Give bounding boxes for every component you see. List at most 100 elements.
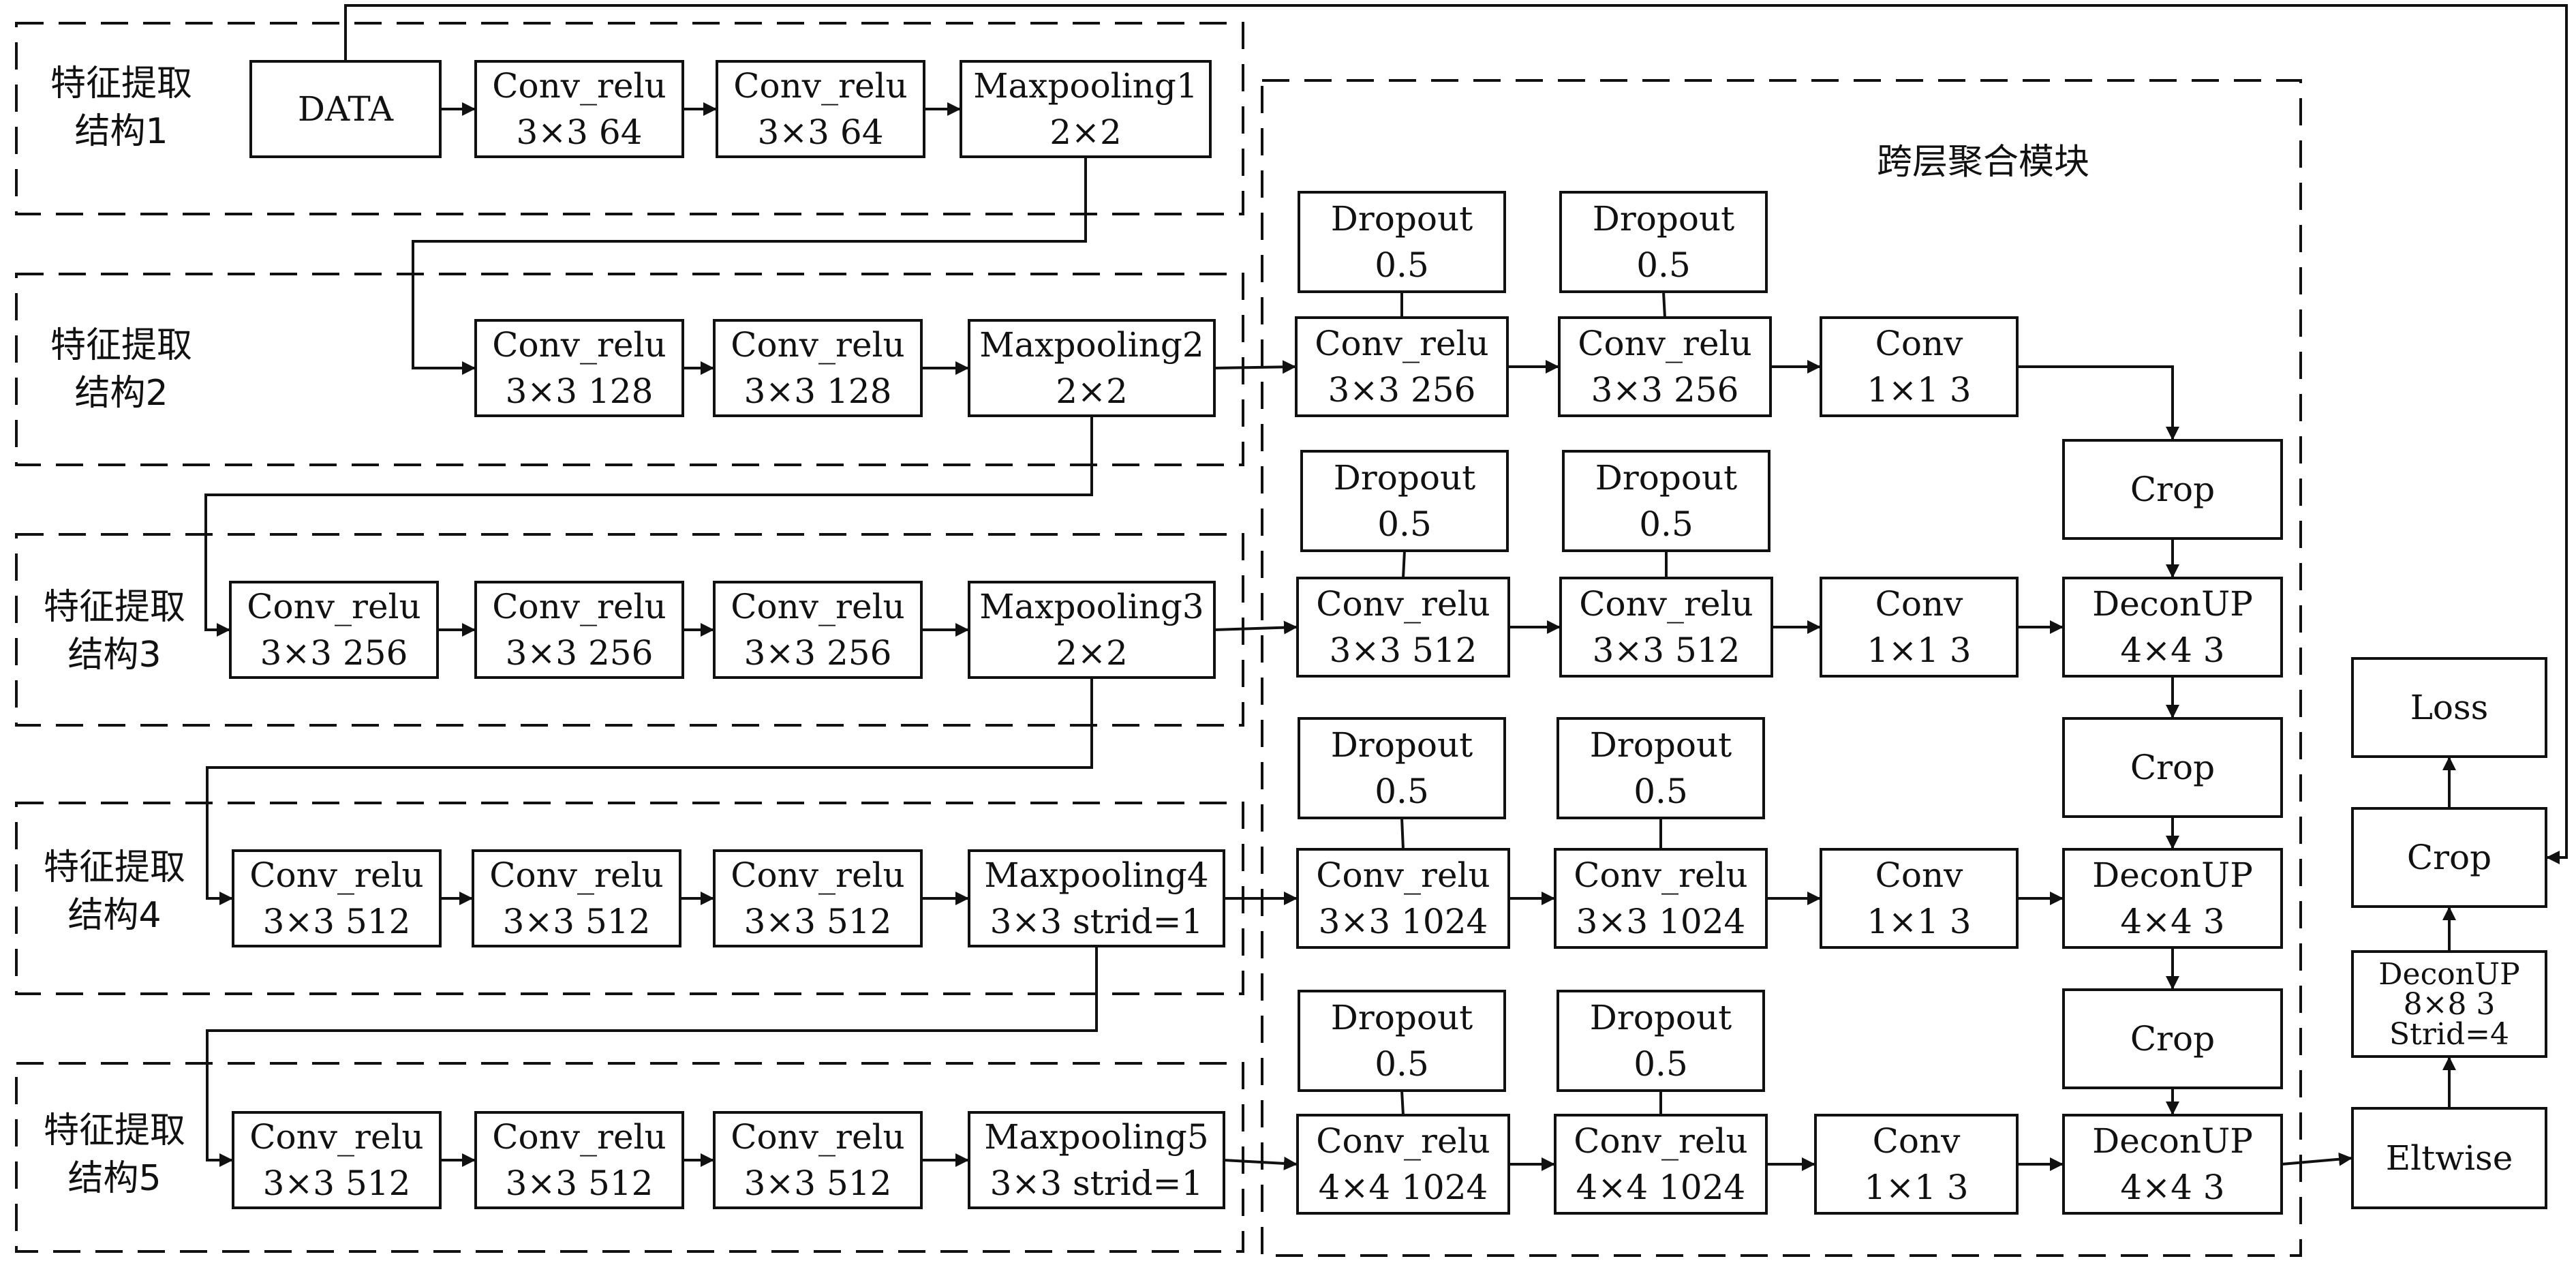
node-label-decon3-2: 4×4 3	[2120, 1168, 2224, 1207]
node-label-f3cr2-1: Conv_relu	[1574, 855, 1748, 895]
node-label-decon1-2: 4×4 3	[2120, 630, 2224, 670]
node-decon1: DeconUP 4×4 3	[2062, 577, 2283, 678]
node-label-decon2-1: DeconUP	[2092, 855, 2253, 895]
node-label-r1mp-2: 2×2	[1049, 112, 1122, 152]
node-box-f2do2	[1562, 450, 1770, 552]
arrow-decon3-to-eltwise	[2281, 1152, 2353, 1166]
node-label-f4cr1-2: 4×4 1024	[1319, 1168, 1488, 1207]
node-label-decon1-1: DeconUP	[2092, 584, 2253, 624]
node-label-r4mp-1: Maxpooling4	[984, 855, 1208, 895]
node-label-f2cr1-1: Conv_relu	[1316, 584, 1490, 624]
node-box-f3cr1	[1296, 848, 1510, 949]
node-label-f4cr1-1: Conv_relu	[1316, 1121, 1490, 1161]
section-2-label-line1: 特征提取	[50, 325, 192, 366]
node-box-f4conv	[1814, 1114, 2019, 1215]
node-box-f3do2	[1557, 717, 1765, 819]
node-label-f2cr2-2: 3×3 512	[1593, 630, 1741, 670]
node-box-crop1	[2062, 439, 2283, 540]
node-label-r2c1-1: Conv_relu	[492, 325, 666, 365]
node-label-r2mp-2: 2×2	[1056, 371, 1128, 411]
node-label-f1cr1-1: Conv_relu	[1315, 324, 1489, 363]
link-f2do1	[1402, 550, 1406, 579]
node-box-r1c2	[716, 60, 925, 158]
node-box-f1cr1	[1295, 316, 1509, 417]
node-label-r2mp-1: Maxpooling2	[979, 325, 1203, 365]
node-label-f1cr2-2: 3×3 256	[1591, 370, 1739, 410]
section-4-label-line2: 结构4	[67, 895, 161, 936]
node-box-f2cr2	[1559, 577, 1773, 678]
node-label-f3do1-1: Dropout	[1331, 725, 1473, 765]
node-label-r3c1-1: Conv_relu	[247, 587, 421, 626]
node-box-r1mp	[960, 60, 1212, 158]
arrow-r3mp-to-f2cr1	[1214, 620, 1298, 635]
node-label-decon8-3: Strid=4	[2389, 1017, 2509, 1052]
node-box-loss	[2351, 657, 2547, 758]
link-f1do2	[1662, 291, 1666, 318]
node-crop1: Crop	[2062, 439, 2283, 540]
node-box-f2do1	[1300, 450, 1509, 552]
node-label-r2c2-1: Conv_relu	[731, 325, 905, 365]
node-box-r3c2	[474, 581, 684, 679]
node-f2cr1: Conv_relu 3×3 512	[1296, 577, 1510, 678]
section-1-label-line2: 结构1	[74, 111, 168, 152]
node-label-r2c2-2: 3×3 128	[744, 371, 892, 411]
node-box-r3mp	[968, 581, 1216, 679]
node-label-f3do2-1: Dropout	[1590, 725, 1732, 765]
node-label-f1do1-1: Dropout	[1331, 199, 1473, 239]
node-label-f1conv-2: 1×1 3	[1867, 370, 1971, 410]
node-box-f4do1	[1298, 990, 1506, 1092]
section-labels: 特征提取 结构1 特征提取 结构2 特征提取 结构3 特征提取 结构4 特征提取…	[44, 63, 2089, 1199]
node-label-r5c2-1: Conv_relu	[492, 1117, 666, 1157]
node-f4conv: Conv 1×1 3	[1814, 1114, 2019, 1215]
node-r3c2: Conv_relu 3×3 256	[474, 581, 684, 679]
node-label-r3c3-1: Conv_relu	[731, 587, 905, 626]
node-label-crop3-1: Crop	[2130, 1019, 2215, 1059]
node-label-f2cr1-2: 3×3 512	[1330, 630, 1477, 670]
arrow-r1mp-to-r2c1	[412, 157, 1087, 375]
node-box-r4c3	[713, 849, 923, 947]
node-box-eltwise	[2351, 1107, 2547, 1209]
node-label-r4c2-1: Conv_relu	[489, 855, 664, 895]
node-label-f2conv-2: 1×1 3	[1867, 630, 1971, 670]
node-label-r5c3-2: 3×3 512	[744, 1164, 892, 1203]
node-label-f2conv-1: Conv	[1875, 584, 1964, 624]
node-box-r5c2	[474, 1111, 684, 1209]
node-box-r4c2	[472, 849, 681, 947]
node-label-decon3-1: DeconUP	[2092, 1121, 2253, 1161]
node-box-r4c1	[232, 849, 442, 947]
node-label-f1cr2-1: Conv_relu	[1578, 324, 1752, 363]
frame-fusion-module	[1261, 79, 2302, 1257]
node-label-r3c2-1: Conv_relu	[492, 587, 666, 626]
node-label-r1c1-2: 3×3 64	[516, 112, 642, 152]
connectors	[204, 4, 2568, 1171]
node-label-f2cr2-1: Conv_relu	[1579, 584, 1753, 624]
node-crop2: Crop	[2062, 717, 2283, 818]
arrow-f1conv-to-crop1	[2017, 365, 2179, 440]
section-3-label-line2: 结构3	[67, 635, 161, 675]
node-label-f3cr2-2: 3×3 1024	[1576, 902, 1746, 941]
node-f2cr2: Conv_relu 3×3 512	[1559, 577, 1773, 678]
node-label-f1do2-2: 0.5	[1636, 245, 1691, 285]
node-box-r1c1	[474, 60, 684, 158]
node-label-loss-1: Loss	[2410, 688, 2489, 727]
node-label-r3c2-2: 3×3 256	[506, 633, 654, 673]
node-label-f4conv-2: 1×1 3	[1864, 1168, 1968, 1207]
node-label-f4conv-1: Conv	[1873, 1121, 1961, 1161]
node-crop3: Crop	[2062, 988, 2283, 1089]
node-f2conv: Conv 1×1 3	[1820, 577, 2019, 678]
node-label-crop2-1: Crop	[2130, 748, 2215, 787]
node-f1cr2: Conv_relu 3×3 256	[1558, 316, 1772, 417]
